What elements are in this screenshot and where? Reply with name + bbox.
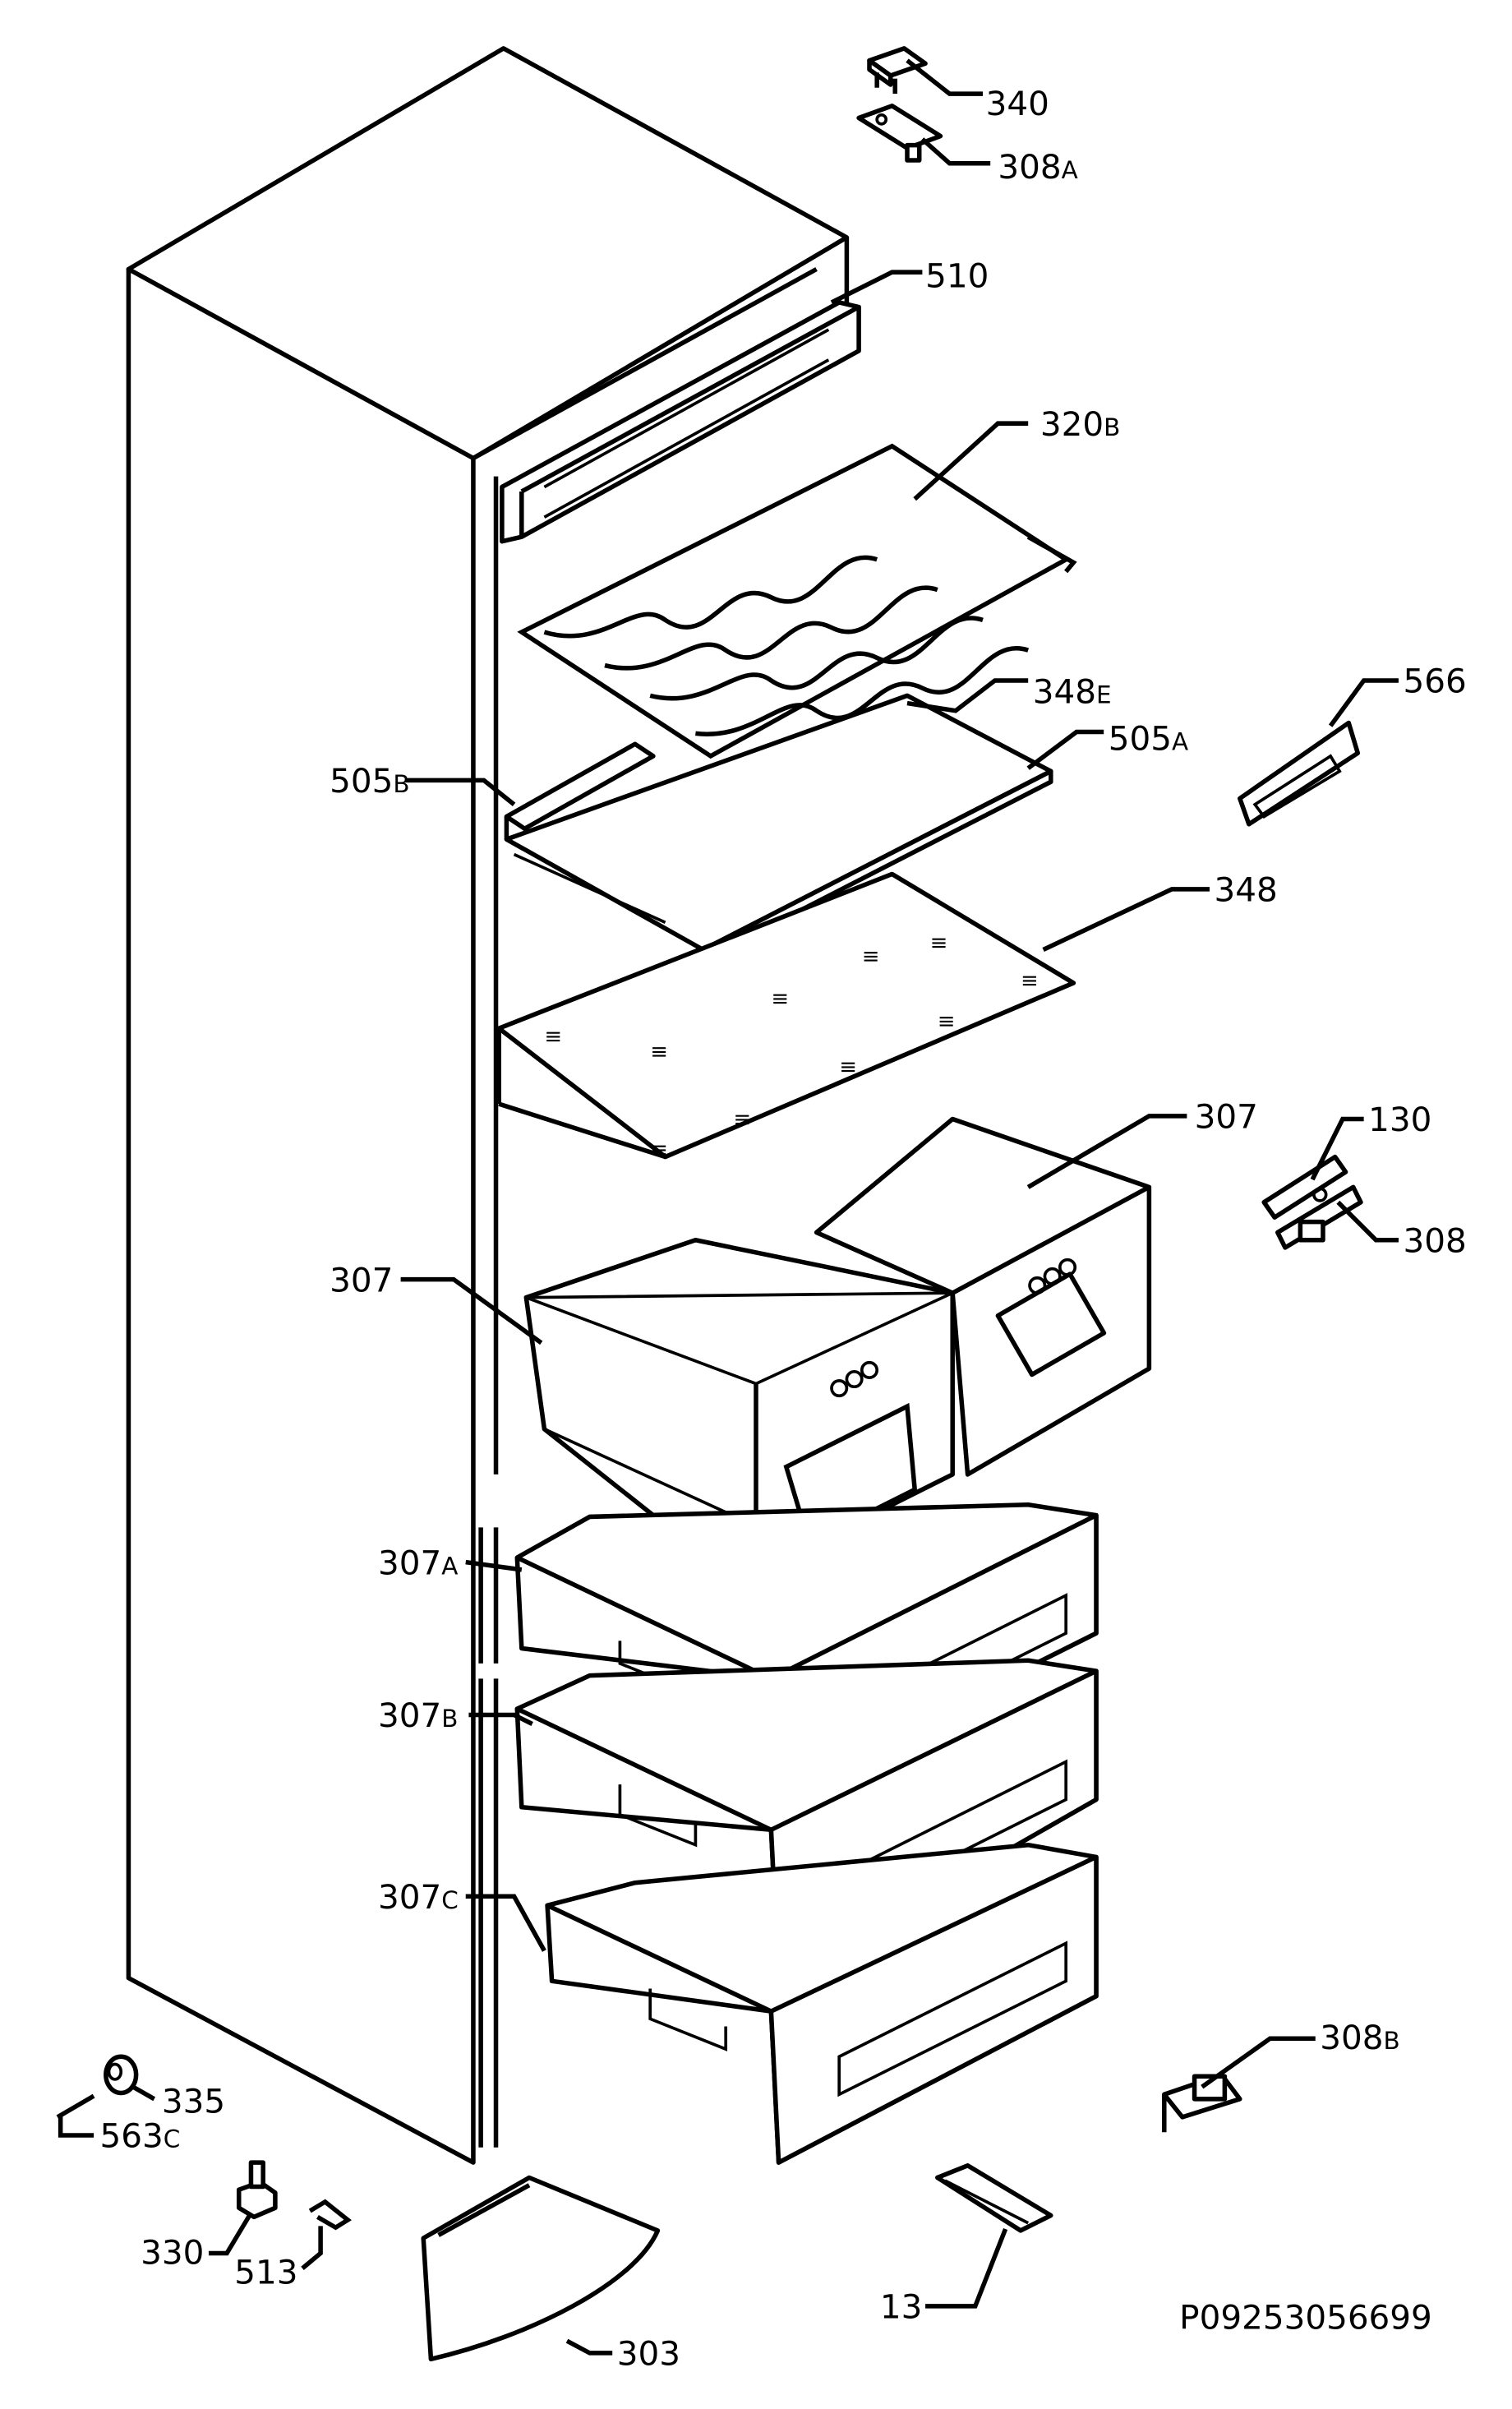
adjustable-foot-330 xyxy=(236,2160,278,2220)
callout-suffix: B xyxy=(441,1705,458,1733)
drawing-number: P09253056699 xyxy=(1179,2297,1432,2337)
callout-348e: 348E xyxy=(1033,672,1112,712)
callout-505a: 505A xyxy=(1109,719,1188,759)
refrigerator-cabinet xyxy=(126,46,850,2165)
pin-563c xyxy=(56,2093,95,2120)
callout-348: 348 xyxy=(1214,870,1277,910)
callout-suffix: C xyxy=(441,1886,459,1914)
callout-563c: 563C xyxy=(99,2116,180,2156)
callout-number: 320 xyxy=(1040,404,1104,444)
foot-cap-335 xyxy=(104,2054,139,2096)
callout-number: 307 xyxy=(378,1696,441,1735)
callout-330: 330 xyxy=(141,2232,204,2272)
crisper-drawer-307-left xyxy=(523,1237,955,1576)
svg-text:≡: ≡ xyxy=(650,1040,668,1064)
callout-number: 13 xyxy=(880,2287,923,2327)
plinth-303 xyxy=(421,2175,661,2362)
callout-number: 348 xyxy=(1214,870,1277,910)
clip-513 xyxy=(308,2199,352,2231)
hinge-cover-340 xyxy=(867,46,928,95)
freezer-drawer-307c xyxy=(545,1842,1099,2165)
callout-308b: 308B xyxy=(1320,2018,1399,2057)
callout-307-right: 307 xyxy=(1195,1097,1258,1137)
callout-number: 308 xyxy=(998,147,1061,187)
callout-303: 303 xyxy=(617,2334,680,2374)
callout-number: 513 xyxy=(234,2252,297,2291)
callout-suffix: A xyxy=(1172,728,1188,756)
callout-suffix: E xyxy=(1096,681,1112,709)
callout-307b: 307B xyxy=(378,1696,458,1735)
callout-307a: 307A xyxy=(378,1543,458,1582)
callout-number: 130 xyxy=(1368,1100,1431,1139)
callout-510: 510 xyxy=(925,256,989,296)
callout-number: 307 xyxy=(378,1877,441,1917)
callout-130: 130 xyxy=(1368,1100,1431,1139)
callout-number: 308 xyxy=(1403,1221,1466,1260)
callout-number: 307 xyxy=(378,1543,441,1582)
bottom-hinge-308b xyxy=(1162,2072,1242,2133)
callout-number: 563 xyxy=(99,2116,163,2156)
callout-505b: 505B xyxy=(330,761,409,801)
part-13 xyxy=(935,2163,1053,2233)
svg-text:≡: ≡ xyxy=(733,1108,751,1133)
callout-307-left: 307 xyxy=(330,1260,393,1299)
callout-308: 308 xyxy=(1403,1221,1466,1260)
callout-number: 335 xyxy=(162,2081,225,2121)
callout-number: 566 xyxy=(1403,662,1466,701)
callout-suffix: B xyxy=(1104,413,1120,441)
callout-suffix: B xyxy=(1384,2027,1400,2055)
svg-text:≡: ≡ xyxy=(930,930,948,955)
svg-text:≡: ≡ xyxy=(650,1138,668,1163)
callout-number: 307 xyxy=(330,1260,393,1299)
callout-suffix: B xyxy=(393,770,409,798)
control-panel-510 xyxy=(500,300,861,544)
callout-number: 505 xyxy=(1109,719,1172,759)
callout-513: 513 xyxy=(234,2252,297,2291)
svg-text:≡: ≡ xyxy=(839,1055,857,1079)
callout-number: 303 xyxy=(617,2334,680,2374)
hinge-130-308 xyxy=(1261,1154,1363,1250)
callout-307c: 307C xyxy=(378,1877,459,1917)
callout-number: 510 xyxy=(925,256,989,296)
top-hinge-308a xyxy=(856,104,943,163)
leader-lines xyxy=(58,58,1399,2356)
callout-number: 348 xyxy=(1033,672,1096,712)
callout-335: 335 xyxy=(162,2081,225,2121)
crisper-cover-348: ≡ ≡ ≡ ≡ ≡ ≡ ≡ ≡ ≡ ≡ xyxy=(496,871,1076,1163)
callout-340: 340 xyxy=(986,84,1049,123)
svg-text:≡: ≡ xyxy=(1021,968,1039,993)
callout-suffix: A xyxy=(441,1552,458,1580)
callout-number: 340 xyxy=(986,84,1049,123)
callout-suffix: A xyxy=(1062,156,1078,184)
shelf-rail-505b xyxy=(504,741,656,840)
callout-13: 13 xyxy=(880,2287,923,2327)
callout-number: 505 xyxy=(330,761,393,801)
callout-number: 330 xyxy=(141,2232,204,2272)
callout-number: 307 xyxy=(1195,1097,1258,1137)
callout-308a: 308A xyxy=(998,147,1077,187)
svg-text:≡: ≡ xyxy=(544,1025,562,1050)
callout-566: 566 xyxy=(1403,662,1466,701)
callout-suffix: C xyxy=(164,2125,181,2153)
callout-number: 308 xyxy=(1320,2018,1383,2057)
svg-text:≡: ≡ xyxy=(938,1009,956,1034)
wine-rack-320b xyxy=(517,443,1077,759)
svg-text:≡: ≡ xyxy=(862,944,880,969)
svg-text:≡: ≡ xyxy=(771,987,789,1012)
callout-320b: 320B xyxy=(1040,404,1120,444)
part-566 xyxy=(1238,720,1361,827)
